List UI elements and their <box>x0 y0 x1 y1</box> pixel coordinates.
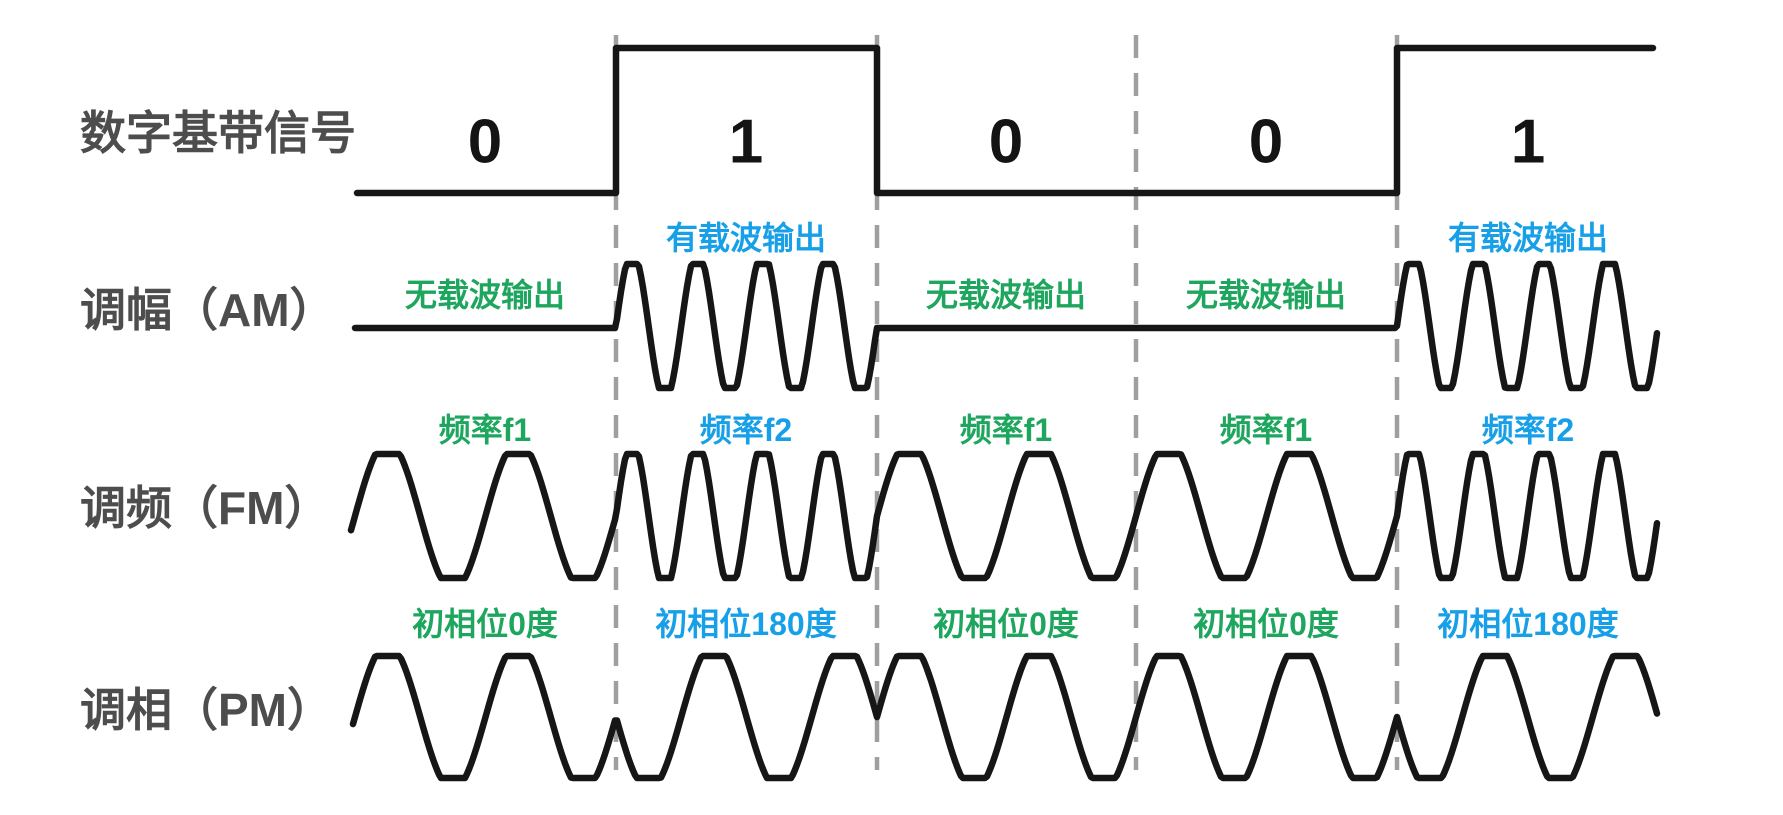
bit-label: 0 <box>1249 108 1283 177</box>
row-label-pm: 调相（PM） <box>80 684 333 736</box>
pm-phase180-label: 初相位180度 <box>655 606 836 642</box>
am-no-carrier-label: 无载波输出 <box>1186 277 1346 313</box>
pm-phase180-label: 初相位180度 <box>1437 606 1618 642</box>
am-no-carrier-label: 无载波输出 <box>926 277 1086 313</box>
fm-f2-label: 频率f2 <box>1482 412 1574 448</box>
row-label-fm: 调频（FM） <box>80 482 330 534</box>
pm-waveform <box>349 652 1661 782</box>
pm-segment-labels: 初相位0度 初相位180度 初相位0度 初相位0度 初相位180度 <box>412 606 1619 642</box>
pm-phase0-label: 初相位0度 <box>1193 606 1339 642</box>
am-waveform <box>351 260 1661 392</box>
bit-label: 0 <box>468 108 502 177</box>
row-label-am: 调幅（AM） <box>80 284 336 336</box>
am-segment-labels: 无载波输出 有载波输出 无载波输出 无载波输出 有载波输出 <box>405 220 1608 313</box>
fm-f2-label: 频率f2 <box>700 412 792 448</box>
fm-f1-label: 频率f1 <box>960 412 1052 448</box>
am-carrier-label: 有载波输出 <box>1448 220 1608 256</box>
baseband-waveform <box>353 44 1657 197</box>
bit-label: 0 <box>989 108 1023 177</box>
pm-phase0-label: 初相位0度 <box>933 606 1079 642</box>
bit-label: 1 <box>1511 108 1545 177</box>
bit-labels: 0 1 0 0 1 <box>468 108 1545 177</box>
pm-phase0-label: 初相位0度 <box>412 606 558 642</box>
am-no-carrier-label: 无载波输出 <box>405 277 565 313</box>
fm-waveform <box>347 450 1661 582</box>
fm-f1-label: 频率f1 <box>1220 412 1312 448</box>
fm-f1-label: 频率f1 <box>439 412 531 448</box>
bit-label: 1 <box>729 108 763 177</box>
fm-segment-labels: 频率f1 频率f2 频率f1 频率f1 频率f2 <box>439 412 1574 448</box>
am-carrier-label: 有载波输出 <box>666 220 826 256</box>
row-label-baseband: 数字基带信号 <box>80 107 356 159</box>
